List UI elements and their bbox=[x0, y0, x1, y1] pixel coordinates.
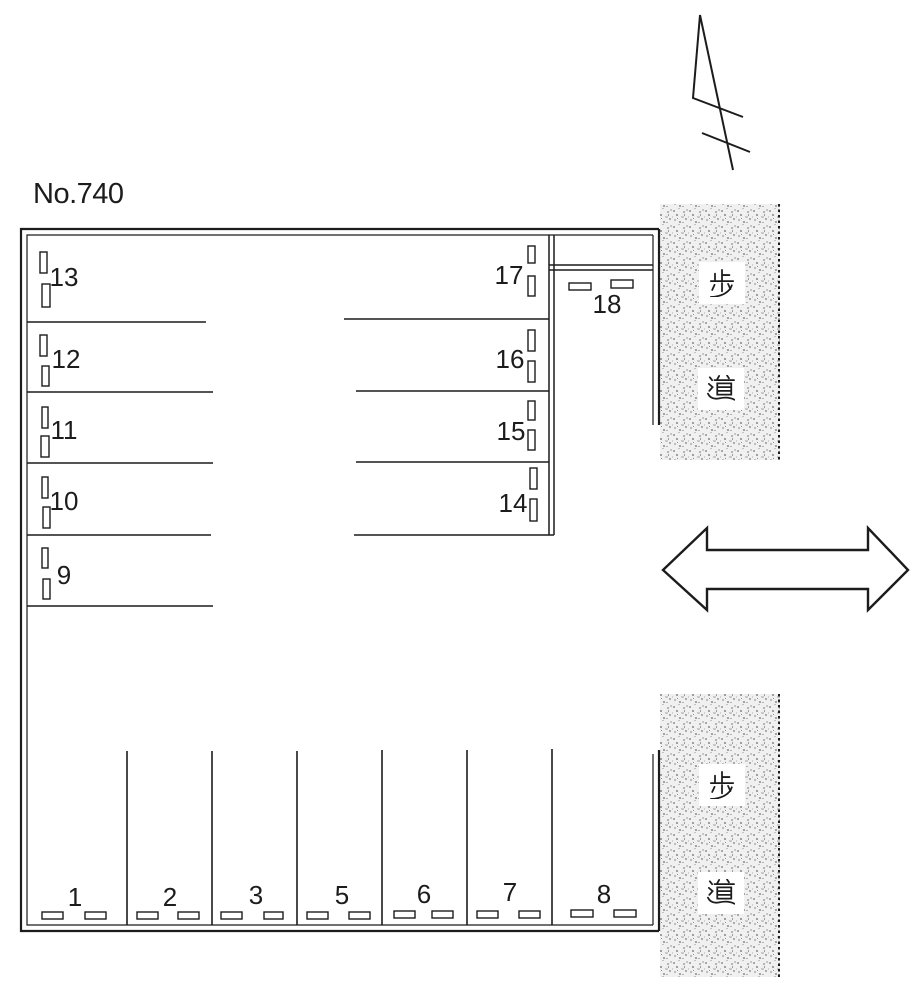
wheel-stops bbox=[39, 245, 637, 920]
wheel-stop bbox=[220, 911, 243, 920]
label-backing bbox=[698, 368, 744, 410]
wheel-stop bbox=[568, 282, 592, 291]
plan-number: No.740 bbox=[33, 178, 124, 210]
stall-label-16: 16 bbox=[496, 344, 525, 374]
wheel-stop bbox=[527, 245, 536, 264]
label-backing bbox=[698, 872, 744, 914]
sidewalk-upper-surface bbox=[660, 204, 780, 460]
stall-label-17: 17 bbox=[495, 260, 524, 290]
wheel-stop bbox=[527, 400, 536, 421]
wheel-stop bbox=[570, 909, 594, 918]
wheel-stop bbox=[136, 911, 159, 920]
wheel-stop bbox=[39, 251, 48, 274]
sidewalk-upper bbox=[660, 204, 780, 460]
sidewalk-lower bbox=[660, 694, 780, 977]
wheel-stop bbox=[41, 406, 49, 429]
stall-18-top-wall bbox=[549, 264, 653, 271]
wheel-stop bbox=[518, 910, 541, 919]
wheel-stop bbox=[41, 365, 50, 387]
stall-label-5: 5 bbox=[335, 880, 349, 910]
stall-label-13: 13 bbox=[50, 262, 79, 292]
stall-labels: 13 12 11 10 9 17 16 15 14 18 1 2 3 5 6 7… bbox=[50, 260, 622, 912]
stall-label-1: 1 bbox=[68, 882, 82, 912]
wheel-stop bbox=[42, 506, 51, 529]
stall-label-7: 7 bbox=[503, 877, 517, 907]
center-right-wall bbox=[548, 235, 555, 535]
stall-label-10: 10 bbox=[50, 486, 79, 516]
wheel-stop bbox=[41, 283, 51, 308]
wheel-stop bbox=[527, 360, 536, 383]
wheel-stop bbox=[41, 911, 64, 920]
stall-label-12: 12 bbox=[52, 344, 81, 374]
boundary-outer-line bbox=[19, 227, 659, 933]
north-arrow-icon bbox=[691, 14, 751, 171]
north-arrow-tick-line bbox=[701, 132, 751, 153]
north-arrow-triangle-line bbox=[691, 14, 744, 118]
wheel-stop bbox=[41, 476, 49, 499]
wheel-stop bbox=[529, 498, 538, 522]
stall-label-2: 2 bbox=[163, 882, 177, 912]
wheel-stop bbox=[42, 578, 51, 600]
wheel-stop bbox=[529, 467, 538, 490]
wheel-stop bbox=[393, 910, 416, 919]
wheel-stop bbox=[527, 275, 536, 297]
boundary-inner-line bbox=[26, 234, 653, 926]
wheel-stop bbox=[431, 910, 454, 919]
wheel-stop bbox=[177, 911, 200, 920]
wheel-stop bbox=[527, 329, 536, 352]
stall-label-8: 8 bbox=[597, 879, 611, 909]
wheel-stop bbox=[40, 435, 50, 458]
stall-label-15: 15 bbox=[497, 416, 526, 446]
sidewalk-lower-surface bbox=[660, 694, 780, 977]
wheel-stop bbox=[41, 547, 49, 569]
stall-divider-lines bbox=[27, 235, 653, 925]
wheel-stop bbox=[263, 911, 284, 920]
stall-label-18: 18 bbox=[593, 289, 622, 319]
wheel-stop bbox=[39, 334, 48, 357]
stall-label-3: 3 bbox=[249, 880, 263, 910]
wheel-stop bbox=[613, 909, 637, 918]
stall-label-14: 14 bbox=[499, 488, 528, 518]
two-way-road-arrow-icon bbox=[661, 525, 910, 613]
north-arrow-shaft-line bbox=[699, 14, 734, 171]
lot-boundary bbox=[19, 227, 661, 933]
wheel-stop bbox=[306, 911, 329, 920]
stall-label-6: 6 bbox=[417, 879, 431, 909]
wheel-stop bbox=[610, 279, 634, 289]
wheel-stop bbox=[527, 429, 536, 451]
wheel-stop bbox=[348, 911, 371, 920]
wheel-stop bbox=[84, 911, 107, 920]
stall-label-11: 11 bbox=[51, 415, 78, 445]
wheel-stop bbox=[476, 910, 499, 919]
stall-label-9: 9 bbox=[57, 560, 71, 590]
